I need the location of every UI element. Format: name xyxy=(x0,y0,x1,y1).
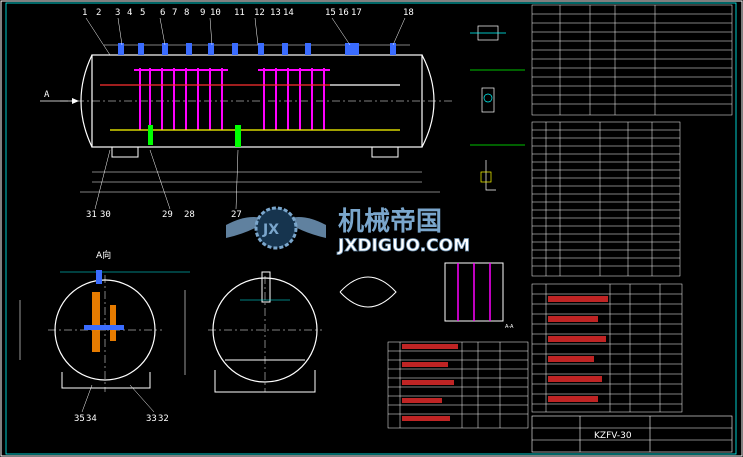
end-view-balloons: 35 34 33 32 xyxy=(74,384,169,424)
parts-list-middle xyxy=(387,341,529,429)
logo-monogram: JX xyxy=(262,222,279,238)
technical-table-top xyxy=(531,4,733,116)
balloon-6: 6 xyxy=(160,8,165,18)
balloon-32: 32 xyxy=(158,414,169,424)
balloon-33: 33 xyxy=(146,414,157,424)
balloon-35: 35 xyxy=(74,414,85,424)
balloon-11: 11 xyxy=(234,8,245,18)
balloon-29: 29 xyxy=(162,210,173,220)
saddle-left xyxy=(111,146,139,158)
balloon-30: 30 xyxy=(100,210,111,220)
internal-coils xyxy=(134,68,330,130)
balloon-3: 3 xyxy=(115,8,120,18)
balloon-18: 18 xyxy=(403,8,414,18)
balloon-28: 28 xyxy=(184,210,195,220)
balloon-1: 1 xyxy=(82,8,87,18)
gear-logo-icon xyxy=(254,206,298,250)
internal-piping xyxy=(100,84,400,147)
lens-detail xyxy=(339,276,397,308)
drawing-frame-inner xyxy=(5,2,737,455)
nozzle-table xyxy=(531,121,681,277)
detail-sketches xyxy=(470,25,525,191)
detail-A-A: A-A xyxy=(339,262,514,330)
balloon-13: 13 xyxy=(270,8,281,18)
watermark-en: JXDIGUO.COM xyxy=(337,236,470,256)
view-arrow-head xyxy=(72,98,79,104)
balloon-34: 34 xyxy=(86,414,97,424)
bottom-leader-lines xyxy=(94,149,239,210)
balloon-14: 14 xyxy=(283,8,294,18)
view-marker-A: A xyxy=(44,90,50,100)
balloon-27: 27 xyxy=(231,210,242,220)
balloon-2: 2 xyxy=(96,8,101,18)
balloon-15: 15 xyxy=(325,8,336,18)
title-block xyxy=(531,415,733,453)
balloon-7: 7 xyxy=(172,8,177,18)
detail-title-AA: A-A xyxy=(505,324,514,330)
watermark-cn: 机械帝国 xyxy=(338,206,442,237)
balloon-16: 16 xyxy=(338,8,349,18)
balloon-17: 17 xyxy=(351,8,362,18)
top-balloon-row: 1 2 3 4 5 6 7 8 9 10 11 12 13 14 15 16 1… xyxy=(82,8,414,18)
parts-list-middle-highlights xyxy=(402,344,458,421)
parts-list-right xyxy=(531,283,683,413)
section-view xyxy=(208,271,322,393)
title-block-model: KZFV-30 xyxy=(594,431,632,441)
top-leader-lines xyxy=(85,17,406,56)
end-view-A: A向 xyxy=(19,249,190,392)
watermark: JX 机械帝国 JXDIGUO.COM xyxy=(226,206,470,256)
balloon-4: 4 xyxy=(127,8,132,18)
balloon-8: 8 xyxy=(184,8,189,18)
vessel-elevation: A xyxy=(40,43,455,193)
balloon-5: 5 xyxy=(140,8,145,18)
parts-list-right-highlights xyxy=(548,296,608,402)
top-nozzles xyxy=(118,43,396,55)
balloon-31: 31 xyxy=(86,210,97,220)
saddle-right xyxy=(371,146,399,158)
balloon-12: 12 xyxy=(254,8,265,18)
bottom-balloon-row: 31 30 29 28 27 xyxy=(86,210,242,220)
balloon-10: 10 xyxy=(210,8,221,18)
balloon-9: 9 xyxy=(200,8,205,18)
view-title-A: A向 xyxy=(96,249,111,261)
